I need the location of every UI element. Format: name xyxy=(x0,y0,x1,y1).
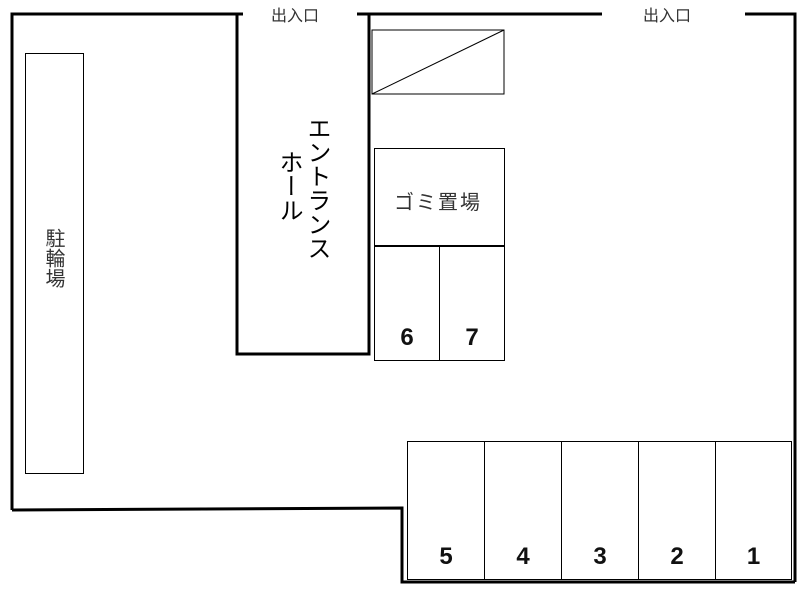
parking-spot-number: 5 xyxy=(439,543,453,570)
parking-spot-2[interactable]: 2 xyxy=(638,441,716,580)
entrance-hall-wall xyxy=(235,14,371,356)
parking-spot-5[interactable]: 5 xyxy=(407,441,485,580)
outer-wall-top-left xyxy=(10,12,243,510)
parking-spot-6[interactable]: 6 xyxy=(374,246,440,361)
parking-spot-number: 7 xyxy=(465,324,479,351)
garbage-area-label: ゴミ置場 xyxy=(394,190,482,214)
entrance-label-left: 出入口 xyxy=(271,6,320,25)
entrance-hall-label-line1: エントランス xyxy=(303,116,331,260)
stair-diagonal xyxy=(371,29,505,95)
bicycle-parking-label: 駐輪場 xyxy=(42,228,66,288)
bicycle-parking-area[interactable]: 駐輪場 xyxy=(25,53,84,474)
garbage-area[interactable]: ゴミ置場 xyxy=(374,148,505,247)
entrance-hall-label-line2: ホール xyxy=(275,150,303,222)
parking-spot-3[interactable]: 3 xyxy=(561,441,639,580)
outer-wall-bottom xyxy=(11,506,795,584)
parking-spot-number: 4 xyxy=(516,543,530,570)
parking-spot-number: 1 xyxy=(746,543,761,570)
parking-spot-number: 2 xyxy=(670,543,684,570)
parking-spot-4[interactable]: 4 xyxy=(484,441,562,580)
parking-spot-number: 6 xyxy=(400,324,414,351)
parking-spot-1[interactable]: 1 xyxy=(715,441,792,580)
outer-wall-top-right xyxy=(745,12,797,582)
parking-spot-number: 3 xyxy=(593,543,607,570)
parking-spot-7[interactable]: 7 xyxy=(439,246,505,361)
stair-box xyxy=(371,29,505,95)
entrance-label-right: 出入口 xyxy=(643,6,692,25)
